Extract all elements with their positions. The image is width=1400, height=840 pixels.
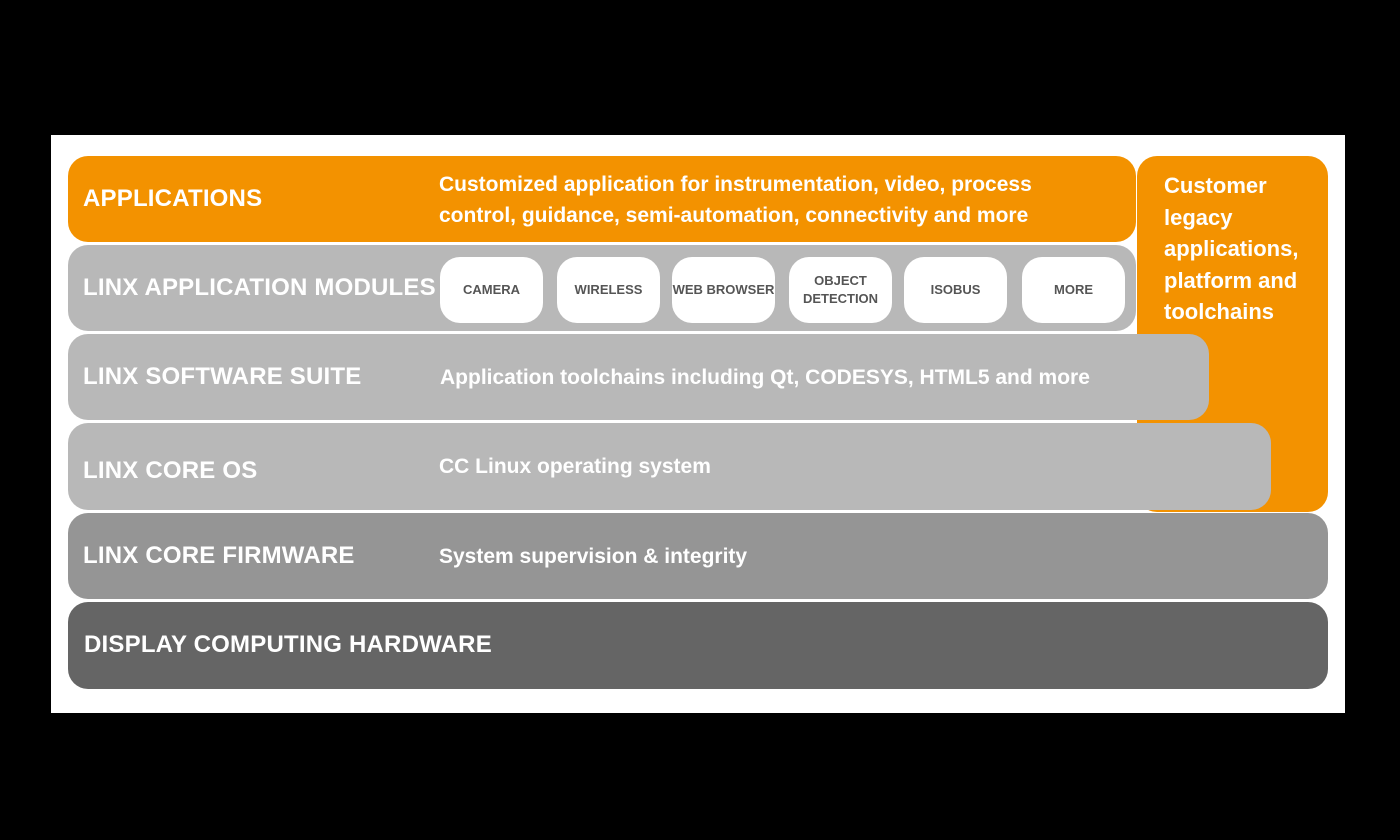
side-line: toolchains <box>1164 299 1275 324</box>
side-line: legacy <box>1164 204 1233 230</box>
layer-description: Customized application for instrumentati… <box>439 169 1032 231</box>
module-label: OBJECT <box>814 273 867 288</box>
layer-description: CC Linux operating system <box>439 455 711 478</box>
module-label: WEB BROWSER <box>672 282 775 297</box>
layer-software-suite: LINX SOFTWARE SUITE Application toolchai… <box>68 334 1209 420</box>
description-line: Customized application for instrumentati… <box>439 173 1032 196</box>
layer-title: APPLICATIONS <box>83 185 263 212</box>
layer-title: LINX CORE OS <box>83 457 258 484</box>
module-web-browser: WEB BROWSER <box>672 257 775 323</box>
module-label: DETECTION <box>802 291 879 306</box>
module-isobus: ISOBUS <box>904 257 1007 323</box>
side-line: applications, <box>1164 236 1299 261</box>
layer-title: LINX APPLICATION MODULES <box>83 274 436 301</box>
side-line: Customer <box>1164 173 1267 198</box>
side-line: platform and <box>1164 267 1298 293</box>
layer-title: DISPLAY COMPUTING HARDWARE <box>84 631 492 658</box>
layer-title: LINX CORE FIRMWARE <box>83 542 355 569</box>
module-label: CAMERA <box>462 282 521 297</box>
module-label: MORE <box>1054 282 1093 297</box>
description-line: control, guidance, semi-automation, conn… <box>439 204 1029 227</box>
layer-core-firmware: LINX CORE FIRMWARE System supervision & … <box>68 513 1328 599</box>
module-camera: CAMERA <box>440 257 543 323</box>
layer-application-modules: LINX APPLICATION MODULES CAMERA WIRELESS… <box>68 245 1136 331</box>
layer-description: Application toolchains including Qt, COD… <box>440 366 1090 389</box>
module-wireless: WIRELESS <box>557 257 660 323</box>
layer-title: LINX SOFTWARE SUITE <box>83 363 362 390</box>
layer-display-computing-hardware: DISPLAY COMPUTING HARDWARE <box>68 602 1328 689</box>
module-label: ISOBUS <box>930 282 981 297</box>
module-more: MORE <box>1022 257 1125 323</box>
customer-legacy-text: Customer legacy applications, platform a… <box>1164 170 1324 328</box>
module-label: WIRELESS <box>574 282 643 297</box>
layer-description: System supervision & integrity <box>439 545 748 568</box>
module-object-detection: OBJECT DETECTION <box>789 257 892 323</box>
architecture-diagram: Customer legacy applications, platform a… <box>51 135 1345 713</box>
layer-applications: APPLICATIONS Customized application for … <box>68 156 1136 242</box>
layer-core-os: LINX CORE OS CC Linux operating system <box>68 423 1271 510</box>
